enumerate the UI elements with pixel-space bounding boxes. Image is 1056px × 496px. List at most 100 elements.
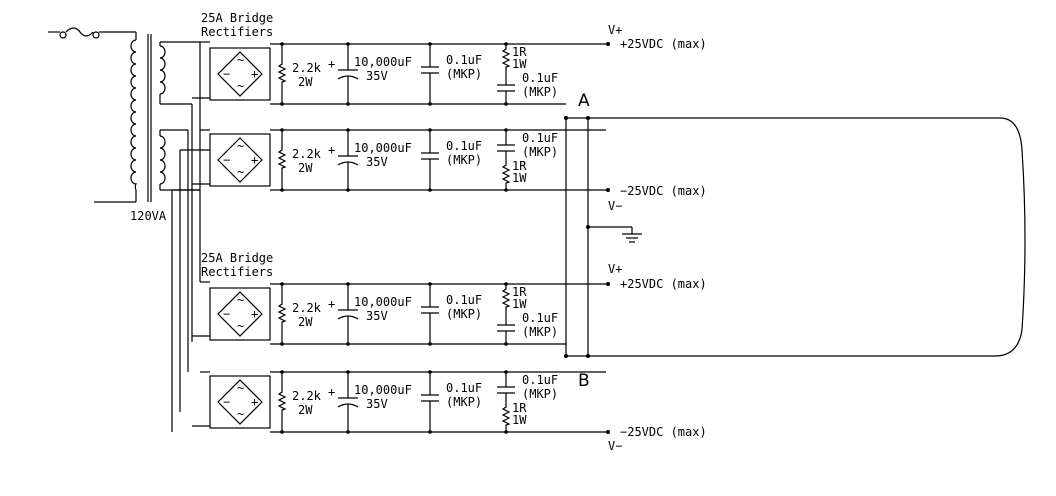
output-film-capacitor-type: (MKP) [522, 85, 558, 99]
capacitor-icon [337, 284, 359, 344]
rectifier-title-line2: Rectifiers [201, 25, 273, 39]
node-b-junction [564, 354, 568, 358]
bulk-capacitor-value: 10,000uF [354, 55, 412, 69]
pos-output-label-2: +25VDC (max) [620, 277, 707, 291]
bridge-rectifier-icon: ~~−+ [209, 287, 271, 341]
bleeder-resistor-value: 2.2k [292, 61, 322, 75]
node-b-label: B [578, 371, 590, 391]
film-capacitor-type: (MKP) [446, 307, 482, 321]
series-resistor-value: 1R [512, 401, 527, 415]
rectifier-title-line2: Rectifiers [201, 265, 273, 279]
resistor-icon [277, 130, 287, 190]
upper-rectifier-title: 25A Bridge Rectifiers [201, 11, 273, 39]
rectifier-stage-3: ~~−+2.2k2W+10,000uF35V0.1uF(MKP)1R1W0.1u… [192, 281, 610, 346]
series-resistor-value: 1R [512, 285, 527, 299]
bleeder-resistor-value: 2.2k [292, 389, 322, 403]
node-a-junction [564, 116, 568, 120]
resistor-icon [501, 402, 511, 432]
neg-output-label-2: −25VDC (max) [620, 425, 707, 439]
rectifier-stages: ~~−+2.2k2W+10,000uF35V0.1uF(MKP)1R1W0.1u… [192, 41, 610, 434]
rail-labels: V+ +25VDC (max) −25VDC (max) V− V+ +25VD… [608, 23, 707, 453]
rectifier-title-line1: 25A Bridge [201, 11, 273, 25]
film-capacitor-icon [421, 372, 439, 432]
film-capacitor-type: (MKP) [446, 153, 482, 167]
bulk-capacitor-rating: 35V [366, 397, 388, 411]
output-film-capacitor-value: 0.1uF [522, 131, 558, 145]
series-resistor-rating: 1W [512, 171, 527, 185]
bridge-ac-symbol: ~ [237, 79, 244, 93]
bridge-plus-symbol: + [251, 67, 258, 81]
bulk-capacitor-polarity: + [328, 385, 335, 399]
neg-output-label-1: −25VDC (max) [620, 184, 707, 198]
output-film-capacitor-type: (MKP) [522, 387, 558, 401]
bridge-rectifier-icon: ~~−+ [209, 133, 271, 187]
bridge-plus-symbol: + [251, 153, 258, 167]
series-resistor-rating: 1W [512, 297, 527, 311]
film-capacitor-icon [421, 284, 439, 344]
film-capacitor-icon [421, 44, 439, 104]
film-capacitor-icon [497, 372, 515, 402]
bulk-capacitor-polarity: + [328, 297, 335, 311]
bridge-ac-symbol: ~ [237, 319, 244, 333]
bulk-capacitor-value: 10,000uF [354, 383, 412, 397]
series-resistor-rating: 1W [512, 57, 527, 71]
vplus-label-1: V+ [608, 23, 622, 37]
series-resistor-rating: 1W [512, 413, 527, 427]
resistor-icon [277, 372, 287, 432]
resistor-icon [501, 160, 511, 190]
secondary-coil-2-icon [159, 135, 166, 185]
film-capacitor-value: 0.1uF [446, 293, 482, 307]
bridge-ac-symbol: ~ [237, 407, 244, 421]
capacitor-icon [337, 372, 359, 432]
bulk-capacitor-value: 10,000uF [354, 141, 412, 155]
output-terminal [606, 430, 610, 434]
resistor-icon [501, 284, 511, 314]
bleeder-resistor-rating: 2W [298, 75, 313, 89]
bulk-capacitor-rating: 35V [366, 309, 388, 323]
bridge-ac-symbol: ~ [237, 53, 244, 67]
film-capacitor-icon [421, 130, 439, 190]
output-film-capacitor-type: (MKP) [522, 325, 558, 339]
bleeder-resistor-rating: 2W [298, 315, 313, 329]
vminus-label-2: V− [608, 439, 622, 453]
bridge-rectifier-icon: ~ ~− + [209, 47, 271, 101]
lower-rectifier-title: 25A Bridge Rectifiers [201, 251, 273, 279]
output-film-capacitor-value: 0.1uF [522, 71, 558, 85]
output-terminal [606, 188, 610, 192]
bridge-minus-symbol: − [223, 395, 230, 409]
bleeder-resistor-rating: 2W [298, 161, 313, 175]
bulk-capacitor-polarity: + [328, 57, 335, 71]
pos-output-label-1: +25VDC (max) [620, 37, 707, 51]
bleeder-resistor-value: 2.2k [292, 301, 322, 315]
film-capacitor-icon [497, 130, 515, 160]
bridge-minus-symbol: − [223, 307, 230, 321]
film-capacitor-type: (MKP) [446, 67, 482, 81]
fuse-icon [59, 27, 100, 39]
vminus-label-1: V− [608, 199, 622, 213]
bleeder-resistor-value: 2.2k [292, 147, 322, 161]
output-film-capacitor-type: (MKP) [522, 145, 558, 159]
bridge-plus-symbol: + [251, 395, 258, 409]
bulk-capacitor-rating: 35V [366, 69, 388, 83]
bridge-minus-symbol: − [223, 153, 230, 167]
bridge-minus-symbol: − [223, 67, 230, 81]
film-capacitor-icon [497, 74, 515, 104]
rectifier-stage-4: ~~−+2.2k2W+10,000uF35V0.1uF(MKP)0.1uF(MK… [192, 370, 610, 434]
film-capacitor-value: 0.1uF [446, 139, 482, 153]
bulk-capacitor-polarity: + [328, 143, 335, 157]
vplus-label-2: V+ [608, 262, 622, 276]
series-resistor-value: 1R [512, 159, 527, 173]
resistor-icon [277, 44, 287, 104]
output-film-capacitor-value: 0.1uF [522, 373, 558, 387]
output-film-capacitor-value: 0.1uF [522, 311, 558, 325]
bridge-ac-symbol: ~ [237, 165, 244, 179]
primary-input [48, 27, 152, 203]
transformer-primary-coil-icon [130, 39, 137, 191]
bridge-ac-symbol: ~ [237, 381, 244, 395]
series-resistor-value: 1R [512, 45, 527, 59]
transformer-label: 120VA [130, 209, 167, 223]
bulk-capacitor-value: 10,000uF [354, 295, 412, 309]
film-capacitor-icon [497, 314, 515, 344]
bulk-capacitor-rating: 35V [366, 155, 388, 169]
output-bus: A B [564, 91, 1026, 391]
